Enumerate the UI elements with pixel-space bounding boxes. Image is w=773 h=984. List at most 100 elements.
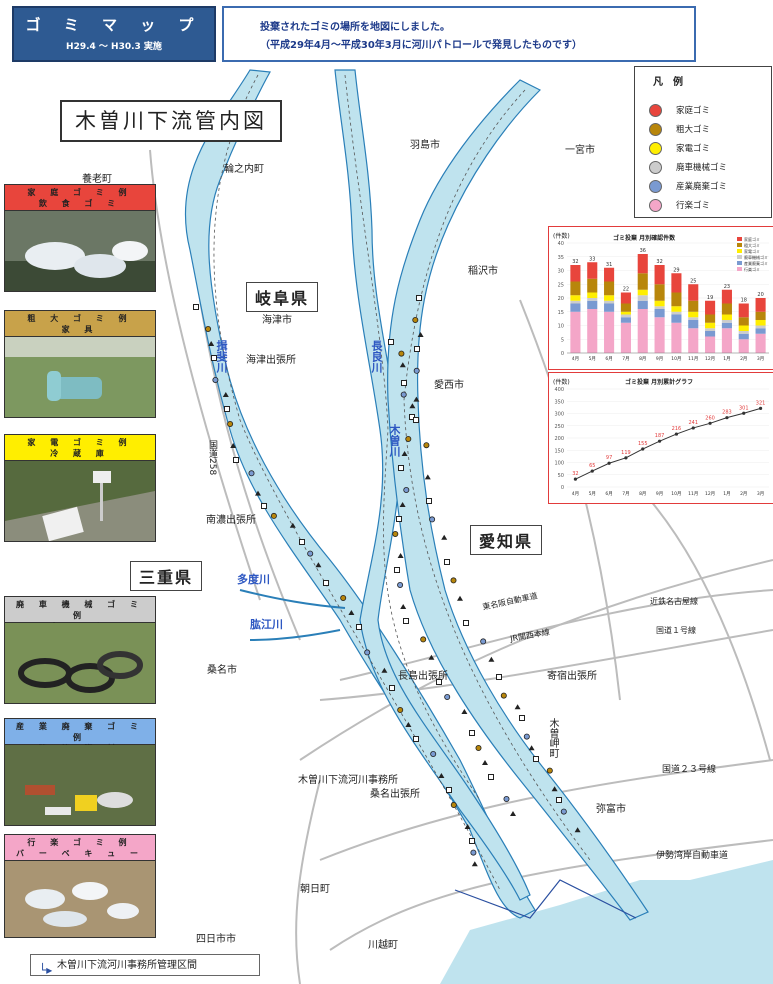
garbage-marker-triangle xyxy=(208,341,215,346)
cumulative-point xyxy=(691,426,695,430)
road-misc-1 xyxy=(149,149,261,601)
legend-item: 家庭ゴミ xyxy=(649,103,710,117)
road-misc-3 xyxy=(649,499,771,761)
label-hashima: 羽島市 xyxy=(410,140,440,151)
label-kawagoe: 川越町 xyxy=(368,940,398,951)
cumulative-point xyxy=(758,406,763,410)
bar-segment xyxy=(721,289,732,304)
photo-bulky: 粗 大 ゴ ミ 例家 具 xyxy=(4,310,156,418)
bar-segment xyxy=(637,289,648,296)
line-y-tick-label: 0 xyxy=(561,485,564,491)
bar-segment xyxy=(637,295,648,301)
bar-x-tick-label: 11月 xyxy=(688,356,698,362)
bar-segment xyxy=(738,325,749,331)
cumulative-point xyxy=(708,421,712,425)
bar-segment xyxy=(587,292,598,298)
garbage-marker-triangle xyxy=(438,773,445,778)
garbage-marker-triangle xyxy=(574,827,581,833)
bar-segment xyxy=(688,284,699,301)
header-note-line2: （平成29年4月～平成30年3月に河川パトロールで発見したものです） xyxy=(260,40,583,51)
bar-segment xyxy=(587,309,598,353)
bar-segment xyxy=(688,317,699,320)
garbage-marker-square xyxy=(389,685,395,691)
bar-segment xyxy=(604,267,615,282)
garbage-marker-square xyxy=(401,380,407,386)
cumulative-point xyxy=(725,416,729,420)
sea-area xyxy=(440,870,773,984)
garbage-marker-square xyxy=(436,679,442,685)
label-kuwana: 桑名市 xyxy=(207,665,237,676)
garbage-marker-square xyxy=(413,736,419,742)
garbage-markers xyxy=(193,295,581,867)
header-period: H29.4 ～ H30.3 実施 xyxy=(66,42,162,52)
bar-y-tick-label: 40 xyxy=(558,241,564,247)
cumulative-value-label: 216 xyxy=(672,426,682,432)
garbage-marker-dot xyxy=(546,767,553,774)
bar-y-tick-label: 5 xyxy=(561,337,564,343)
bar-segment xyxy=(721,320,732,323)
photo-bulky-image xyxy=(5,337,155,417)
garbage-marker-square xyxy=(446,787,452,793)
bar-legend-label: 家庭ゴミ xyxy=(744,236,760,242)
label-hijie-river: 肱江川 xyxy=(250,618,283,631)
garbage-marker-square xyxy=(261,503,267,509)
header-note: 投棄されたゴミの場所を地図にしました。 （平成29年4月～平成30年3月に河川パ… xyxy=(222,6,696,62)
bar-total-label: 31 xyxy=(606,262,612,268)
label-oharu-branch: 寄宿出張所 xyxy=(547,671,597,682)
cumulative-point xyxy=(742,411,746,415)
garbage-marker-triangle xyxy=(441,534,448,540)
cumulative-value-label: 119 xyxy=(621,450,631,456)
garbage-marker-square xyxy=(396,516,402,522)
bar-segment xyxy=(587,278,598,293)
bar-segment xyxy=(604,281,615,296)
line-chart-ylabel: (件数) xyxy=(553,379,570,386)
garbage-marker-dot xyxy=(560,808,567,815)
bar-segment xyxy=(721,322,732,329)
bar-legend-label: 家電ゴミ xyxy=(744,248,760,254)
garbage-marker-square xyxy=(469,838,475,844)
bar-segment xyxy=(620,303,631,312)
label-kaizu: 海津市 xyxy=(262,315,292,326)
bar-segment xyxy=(688,328,699,353)
header-note-line1: 投棄されたゴミの場所を地図にしました。 xyxy=(260,22,450,33)
garbage-marker-dot xyxy=(429,516,436,523)
bar-segment xyxy=(620,322,631,353)
bar-segment xyxy=(654,309,665,318)
bar-segment xyxy=(755,328,766,334)
road-r258 xyxy=(199,299,301,641)
prefecture-gifu: 岐阜県 xyxy=(246,282,319,312)
bar-segment xyxy=(587,262,598,279)
garbage-marker-square xyxy=(488,774,494,780)
label-asahi: 朝日町 xyxy=(300,884,330,895)
bar-x-tick-label: 12月 xyxy=(705,356,715,362)
bar-x-tick-label: 4月 xyxy=(572,356,579,362)
bar-legend-swatch xyxy=(737,249,742,253)
bar-segment xyxy=(705,300,716,315)
label-yatomi: 弥富市 xyxy=(596,804,626,815)
legend-item: 廃車機械ゴミ xyxy=(649,160,727,174)
bar-segment xyxy=(637,309,648,353)
road-route1 xyxy=(319,629,773,701)
bar-segment xyxy=(620,317,631,323)
garbage-marker-square xyxy=(356,624,362,630)
garbage-marker-triangle xyxy=(399,362,406,368)
cumulative-value-label: 241 xyxy=(688,420,698,426)
garbage-marker-square xyxy=(519,715,525,721)
photo-leisure: 行 楽 ゴ ミ 例バ ー ベ キ ュ ー xyxy=(4,834,156,938)
bar-segment xyxy=(688,320,699,329)
cumulative-point xyxy=(657,439,662,443)
garbage-marker-triangle xyxy=(401,451,408,456)
bar-segment xyxy=(671,292,682,307)
garbage-marker-dot xyxy=(398,350,405,357)
legend-item: 粗大ゴミ xyxy=(649,122,710,136)
bar-segment xyxy=(637,254,648,274)
bar-segment xyxy=(721,303,732,315)
bar-total-label: 36 xyxy=(640,248,646,254)
label-nagara-river: 長良川 xyxy=(370,340,383,373)
cumulative-value-label: 187 xyxy=(655,433,665,439)
cumulative-point xyxy=(624,456,628,460)
tado-river xyxy=(239,589,346,609)
line-x-tick-label: 4月 xyxy=(572,491,579,497)
garbage-marker-dot xyxy=(470,849,477,856)
line-x-tick-label: 9月 xyxy=(656,491,663,497)
